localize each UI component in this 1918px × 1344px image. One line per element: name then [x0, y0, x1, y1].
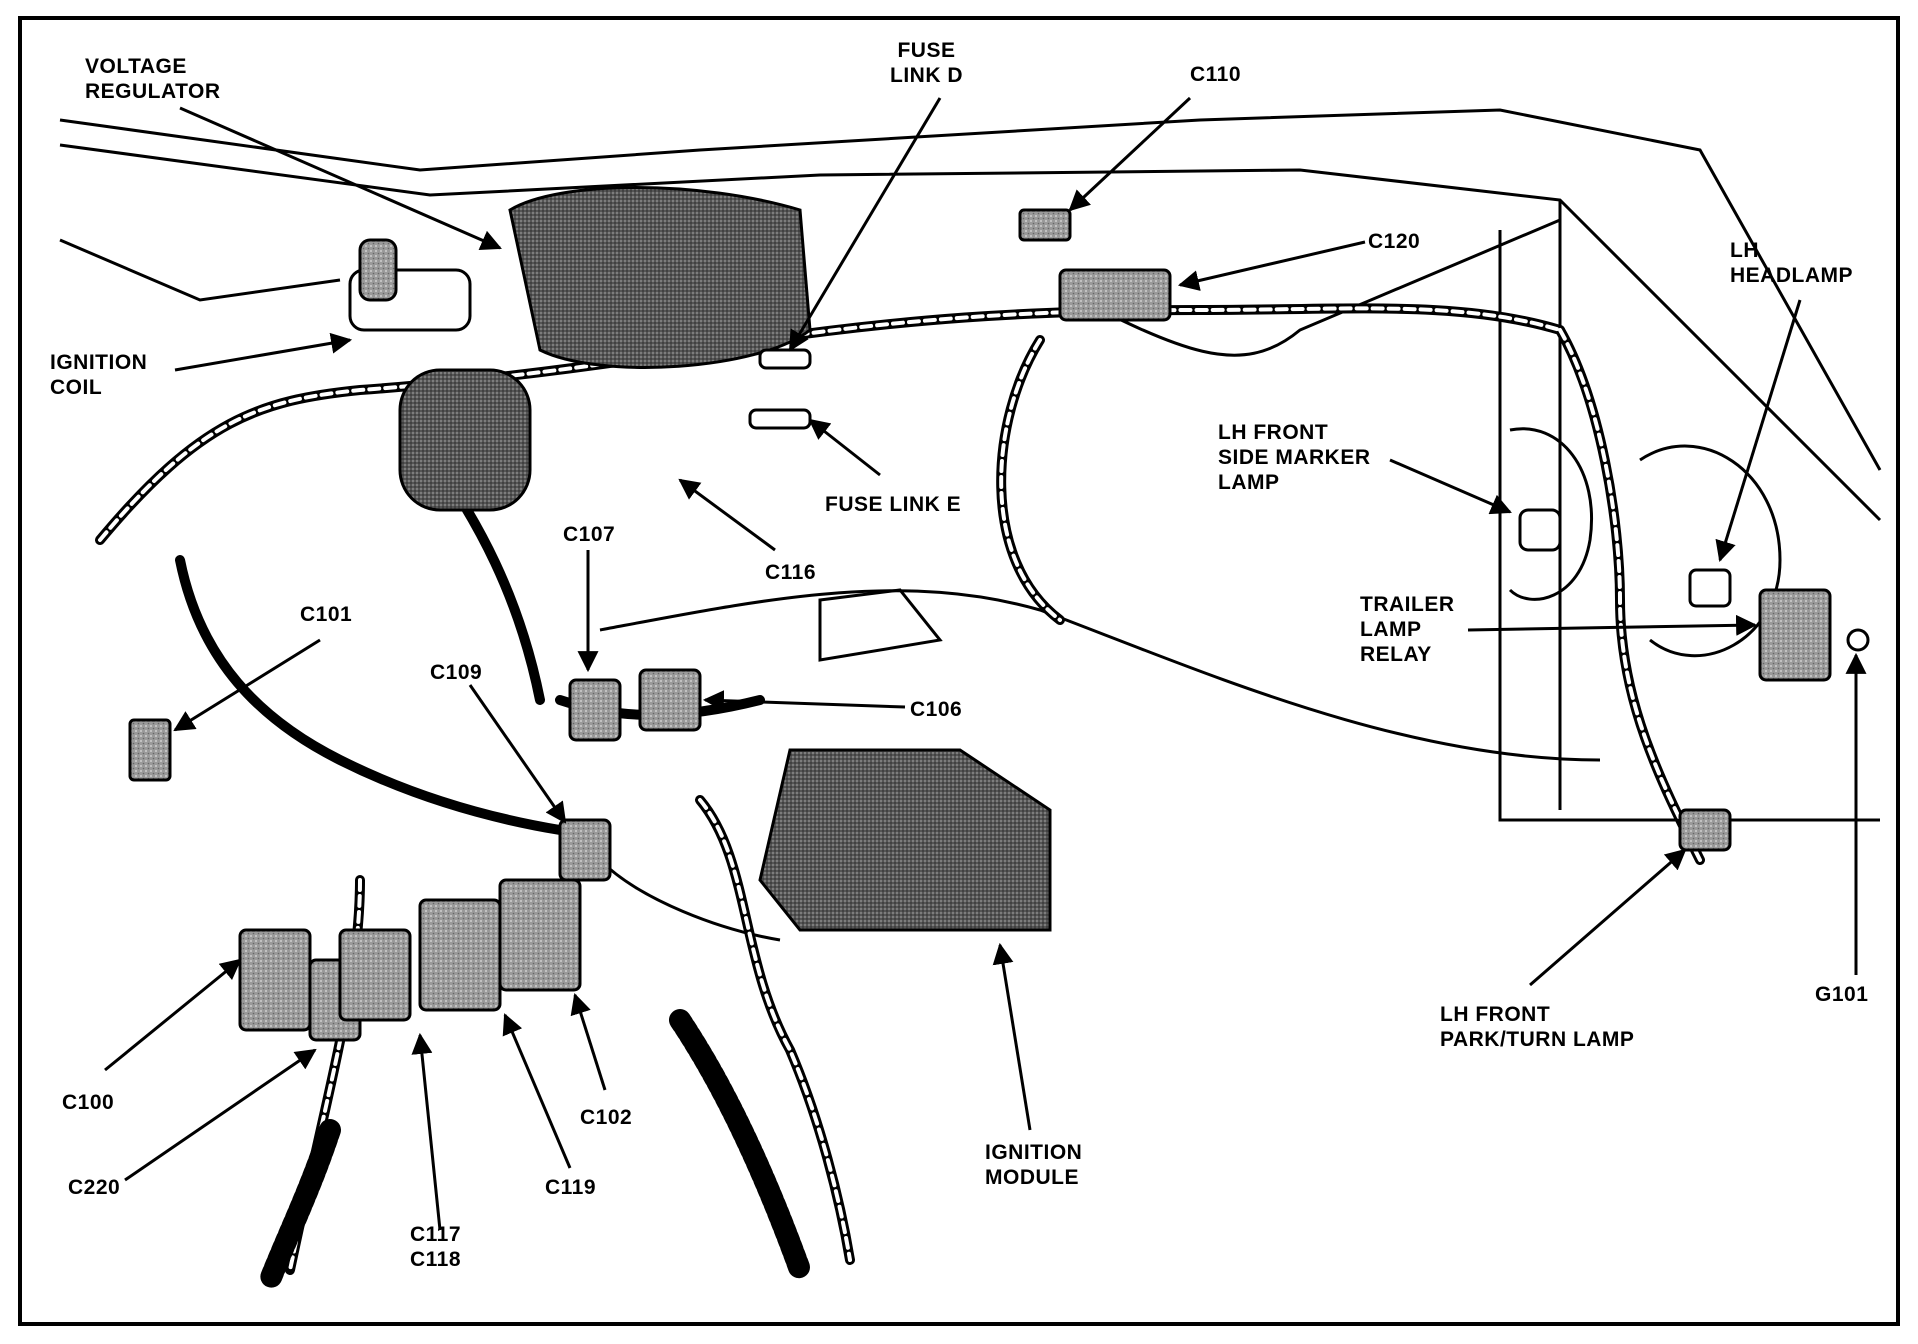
label-g101: G101 — [1815, 983, 1869, 1006]
c102-connector — [498, 878, 582, 992]
leader-side-marker — [1389, 458, 1512, 515]
label-c120: C120 — [1368, 230, 1421, 253]
fuse-link-d-body — [758, 348, 812, 370]
park-turn-lamp-connector — [1678, 808, 1732, 852]
leader-c117-c118 — [411, 1032, 442, 1231]
conduit-left — [259, 1119, 341, 1291]
leader-c119 — [502, 1013, 572, 1169]
inner-fender — [1498, 230, 1880, 822]
leader-c102 — [570, 992, 607, 1091]
label-lh-front-park-turn-lamp: LH FRONT PARK/TURN LAMP — [1440, 1003, 1635, 1051]
label-lh-headlamp: LH HEADLAMP — [1730, 239, 1853, 287]
leader-c100 — [104, 958, 242, 1072]
label-fuse-link-d: FUSE LINK D — [890, 39, 963, 87]
label-voltage-regulator: VOLTAGE REGULATOR — [85, 55, 221, 103]
harness-center-loop — [996, 335, 1065, 625]
c101-connector — [128, 718, 172, 782]
leader-c101 — [173, 638, 321, 732]
body-panels — [59, 108, 1882, 942]
leader-c220 — [124, 1048, 317, 1182]
voltage-regulator-body — [508, 186, 812, 369]
trailer-lamp-relay-body — [1758, 588, 1832, 682]
label-c110: C110 — [1190, 63, 1242, 86]
lower-fender-curve — [598, 858, 781, 942]
label-ignition-module: IGNITION MODULE — [985, 1141, 1083, 1189]
label-c116: C116 — [765, 561, 817, 584]
label-c106: C106 — [910, 698, 963, 721]
c119-connector — [418, 898, 502, 1012]
leader-fuse-link-d — [788, 97, 942, 352]
label-c109: C109 — [430, 661, 483, 684]
label-trailer-lamp-relay: TRAILER LAMP RELAY — [1360, 593, 1455, 666]
leader-c120 — [1177, 240, 1366, 291]
harness-right-drop — [1555, 325, 1705, 865]
side-marker-bucket — [1508, 427, 1593, 601]
side-marker-socket — [1518, 508, 1562, 552]
leader-ignition-module — [992, 942, 1032, 1131]
headlamp-bucket — [1639, 444, 1782, 658]
label-ignition-coil: IGNITION COIL — [50, 351, 148, 399]
label-c100: C100 — [62, 1091, 115, 1114]
leader-fuse-link-e — [808, 418, 881, 477]
components — [128, 186, 1870, 1042]
g101-ground — [1846, 628, 1870, 652]
leader-lines — [104, 96, 1867, 1231]
label-c101: C101 — [300, 603, 353, 626]
c106-connector — [638, 668, 702, 732]
c117-c118-connector — [338, 928, 412, 1022]
harness-lower-left — [175, 555, 565, 835]
label-c220: C220 — [68, 1176, 121, 1199]
leader-c110 — [1068, 96, 1192, 212]
leader-park-turn-lamp — [1529, 848, 1687, 987]
leader-trailer-lamp-relay — [1467, 614, 1758, 636]
bracket — [818, 588, 943, 662]
headlamp-connector — [1688, 568, 1732, 608]
leader-c116 — [678, 478, 776, 552]
fender-upper-edge — [59, 108, 1882, 471]
c107-connector — [568, 678, 622, 742]
conduit — [259, 1009, 811, 1291]
c109-connector — [558, 818, 612, 882]
leader-lh-headlamp — [1715, 299, 1802, 563]
conduit-right — [669, 1009, 811, 1281]
ignition-module-body — [758, 748, 1052, 932]
label-c119: C119 — [545, 1176, 597, 1199]
ignition-coil-tower — [358, 238, 398, 302]
leader-c106 — [702, 690, 906, 712]
label-fuse-link-e: FUSE LINK E — [825, 493, 962, 516]
c110-connector — [1018, 208, 1072, 242]
ignition-coil-body — [398, 368, 532, 512]
leader-voltage-regulator — [179, 106, 502, 251]
label-lh-front-side-marker-lamp: LH FRONT SIDE MARKER LAMP — [1218, 421, 1371, 494]
c120-connector — [1058, 268, 1172, 322]
label-c117-c118: C117 C118 — [410, 1223, 462, 1271]
diagram-frame — [18, 16, 1900, 1326]
c100-connector — [238, 928, 312, 1032]
fuse-link-e-body — [748, 408, 812, 430]
leader-ignition-coil — [174, 332, 353, 372]
label-c102: C102 — [580, 1106, 633, 1129]
apron-edge — [59, 238, 341, 302]
fender-lower-edge — [59, 143, 1882, 522]
leader-c109 — [468, 684, 567, 824]
label-c107: C107 — [563, 523, 616, 546]
